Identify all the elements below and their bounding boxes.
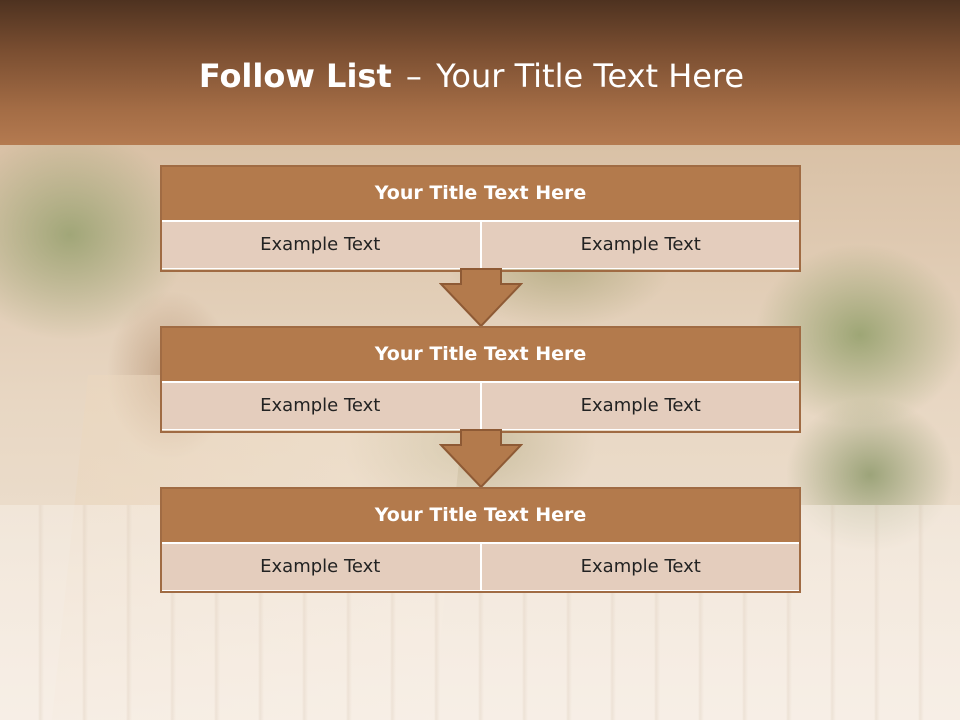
page-title-bold: Follow List <box>198 57 392 95</box>
down-arrow-icon <box>439 268 523 328</box>
flow-block-title: Your Title Text Here <box>160 165 801 221</box>
page-title-separator: – <box>405 57 422 95</box>
flow-block-cell-left: Example Text <box>160 382 481 430</box>
title-band: Follow List – Your Title Text Here <box>0 0 960 145</box>
page-title-rest: Your Title Text Here <box>436 57 745 95</box>
flow-block-row: Example Text Example Text <box>160 382 801 430</box>
flow-block-title: Your Title Text Here <box>160 487 801 543</box>
flow-block-cell-right: Example Text <box>480 382 801 430</box>
page-title: Follow List – Your Title Text Here <box>0 52 943 100</box>
flow-block-1: Your Title Text Here Example Text Exampl… <box>160 165 801 272</box>
flow-block-row: Example Text Example Text <box>160 543 801 591</box>
flow-block-title: Your Title Text Here <box>160 326 801 382</box>
down-arrow-icon <box>439 429 523 489</box>
flow-block-cell-right: Example Text <box>480 543 801 591</box>
flow-block-row: Example Text Example Text <box>160 221 801 269</box>
flow-block-3: Your Title Text Here Example Text Exampl… <box>160 487 801 593</box>
flow-block-2: Your Title Text Here Example Text Exampl… <box>160 326 801 433</box>
flow-block-cell-left: Example Text <box>160 543 481 591</box>
flow-block-cell-left: Example Text <box>160 221 481 269</box>
flow-block-cell-right: Example Text <box>480 221 801 269</box>
